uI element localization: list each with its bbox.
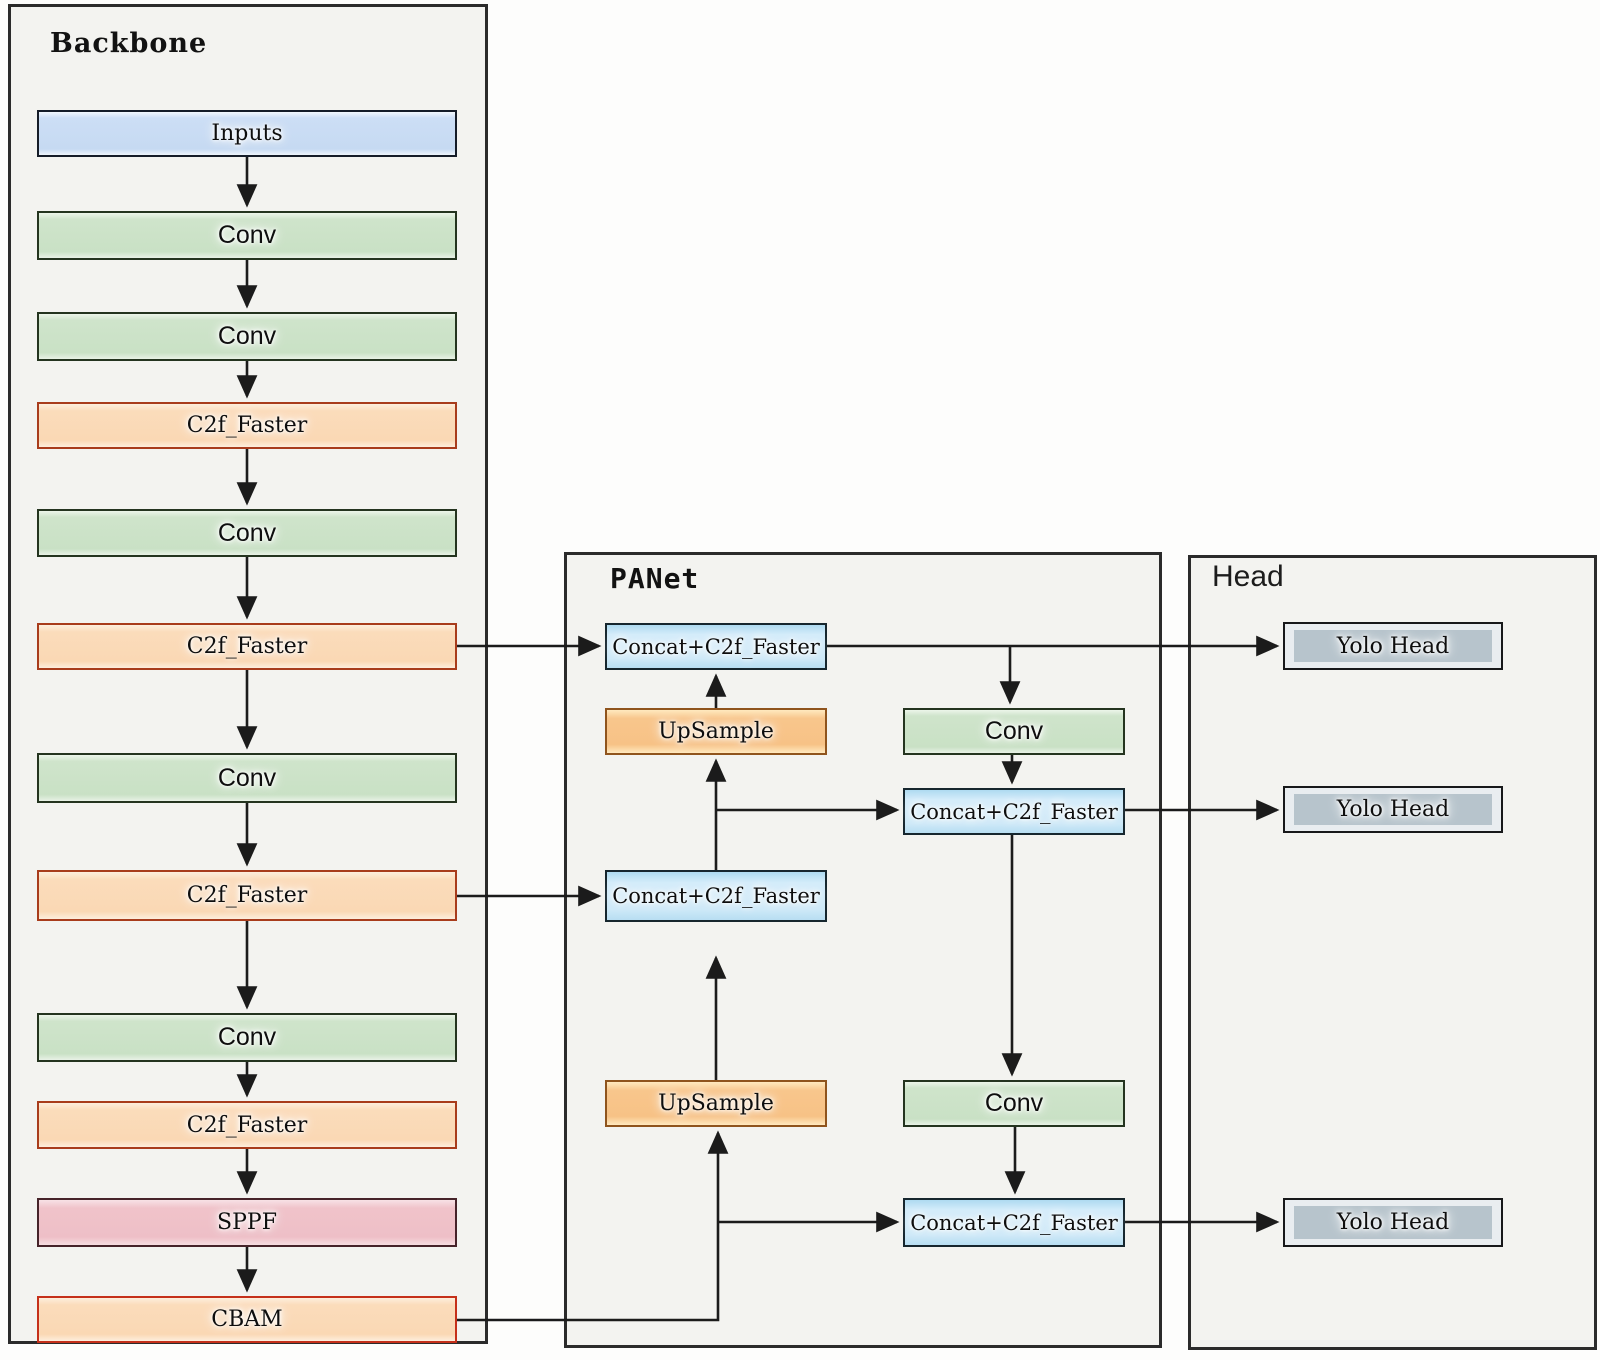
node-c2f-faster-4: C2f_Faster [37, 1101, 457, 1149]
node-panet-conv-top: Conv [903, 708, 1125, 755]
node-c2f-faster-2: C2f_Faster [37, 623, 457, 670]
yolo-head-slab: Yolo Head [1294, 794, 1492, 825]
node-yolo-head-1: Yolo Head [1283, 622, 1503, 670]
backbone-title: Backbone [50, 28, 208, 59]
head-panel [1188, 555, 1597, 1350]
node-cbam: CBAM [37, 1296, 457, 1343]
node-conv-3: Conv [37, 509, 457, 557]
node-conv-4: Conv [37, 753, 457, 803]
node-panet-conv-bottom: Conv [903, 1080, 1125, 1127]
node-conv-5: Conv [37, 1013, 457, 1062]
panet-title: PANet [610, 562, 700, 595]
node-concat-c2f-top: Concat+C2f_Faster [605, 623, 827, 670]
node-c2f-faster-3: C2f_Faster [37, 870, 457, 921]
yolo-head-slab: Yolo Head [1294, 1206, 1492, 1239]
yolo-head-label: Yolo Head [1336, 633, 1450, 659]
node-upsample-bottom: UpSample [605, 1080, 827, 1127]
head-title: Head [1212, 560, 1284, 593]
yolo-head-label: Yolo Head [1336, 1210, 1450, 1235]
node-conv-2: Conv [37, 312, 457, 361]
node-c2f-faster-1: C2f_Faster [37, 402, 457, 449]
node-concat-c2f-mid: Concat+C2f_Faster [903, 788, 1125, 835]
node-concat-c2f-bottom: Concat+C2f_Faster [903, 1198, 1125, 1247]
yolo-head-label: Yolo Head [1336, 797, 1450, 822]
node-yolo-head-2: Yolo Head [1283, 786, 1503, 833]
node-inputs: Inputs [37, 110, 457, 157]
node-upsample-top: UpSample [605, 708, 827, 755]
node-concat-c2f-left: Concat+C2f_Faster [605, 870, 827, 922]
node-yolo-head-3: Yolo Head [1283, 1198, 1503, 1247]
node-sppf: SPPF [37, 1198, 457, 1247]
yolo-head-slab: Yolo Head [1294, 630, 1492, 662]
node-conv-1: Conv [37, 211, 457, 260]
